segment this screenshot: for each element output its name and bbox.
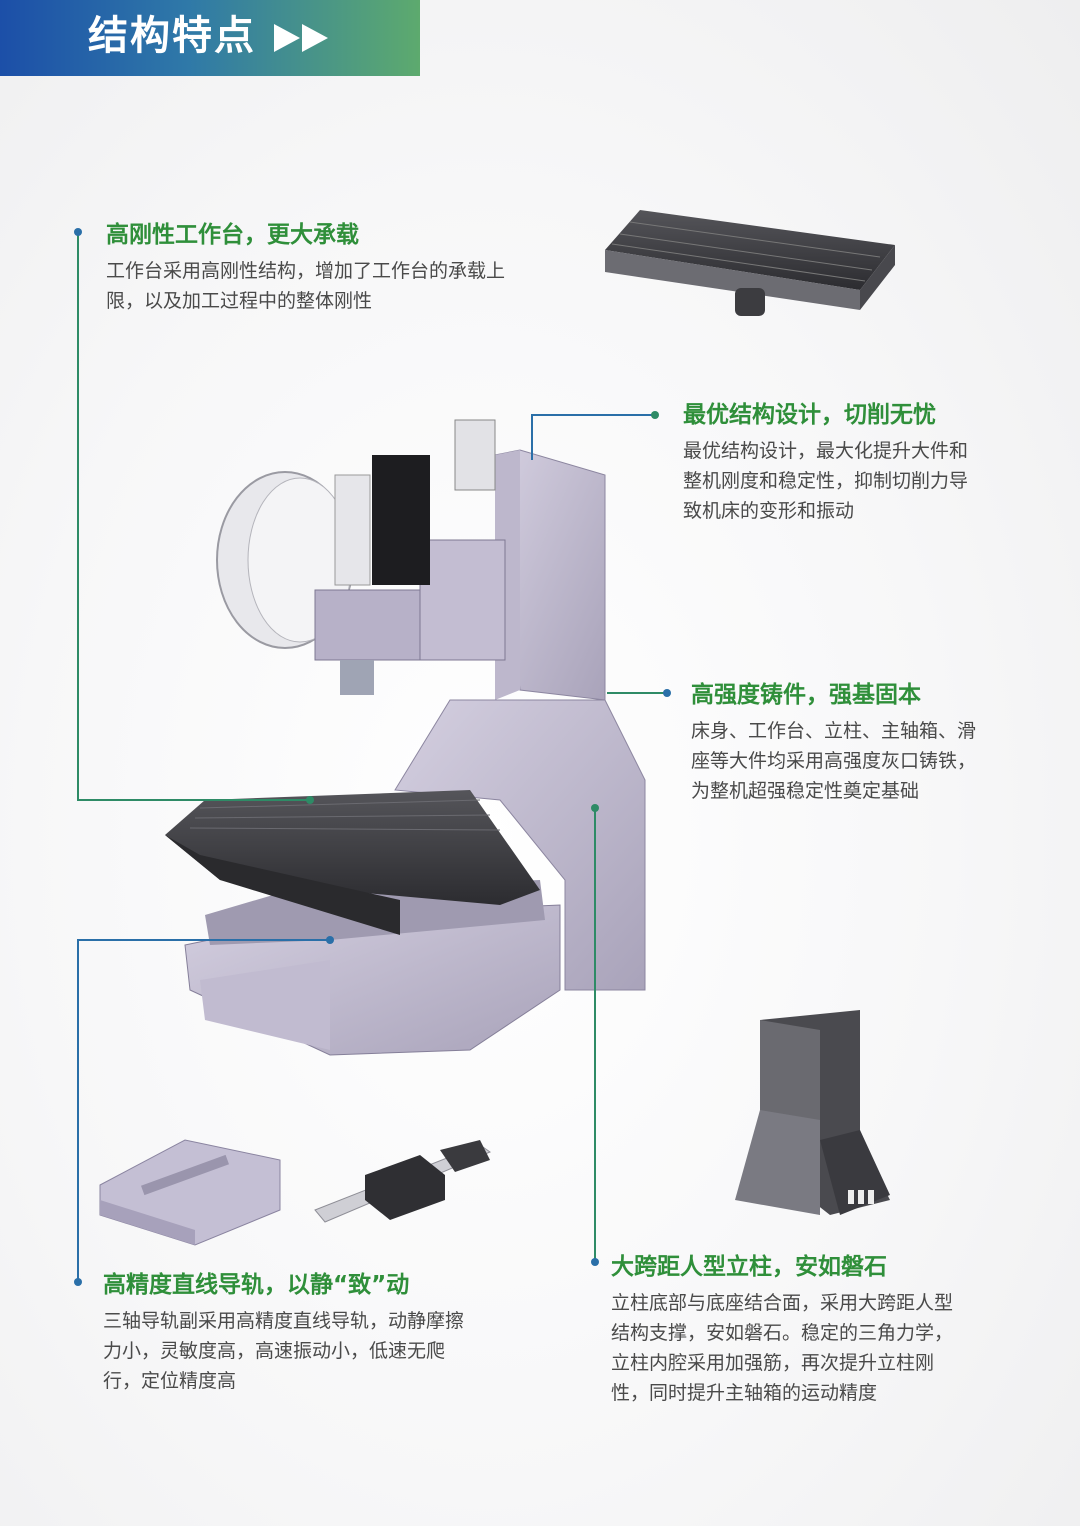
feature-description: 立柱底部与底座结合面，采用大跨距人型 结构支撑，安如磐石。稳定的三角力学， 立柱… xyxy=(611,1288,953,1408)
double-arrow-icon xyxy=(274,24,328,52)
description-line: 性，同时提升主轴箱的运动精度 xyxy=(611,1382,878,1404)
worktable-image xyxy=(605,210,895,316)
feature-rails: 高精度直线导轨，以静“致”动 三轴导轨副采用高精度直线导轨，动静摩擦 力小，灵敏… xyxy=(103,1270,464,1396)
leader-lines xyxy=(77,232,667,1282)
description-line: 立柱内腔采用加强筋，再次提升立柱刚 xyxy=(611,1352,935,1374)
description-line: 三轴导轨副采用高精度直线导轨，动静摩擦 xyxy=(103,1310,465,1332)
description-line: 限，以及加工过程中的整体刚性 xyxy=(106,290,373,312)
feature-title: 高刚性工作台，更大承载 xyxy=(106,222,359,248)
description-line: 为整机超强稳定性奠定基础 xyxy=(691,780,920,802)
description-line: 工作台采用高刚性结构，增加了工作台的承载上 xyxy=(106,260,506,282)
description-line: 床身、工作台、立柱、主轴箱、滑 xyxy=(691,720,977,742)
feature-title: 大跨距人型立柱，安如磐石 xyxy=(611,1254,887,1280)
feature-title: 高精度直线导轨，以静“致”动 xyxy=(103,1272,410,1298)
description-line: 整机刚度和稳定性，抑制切削力导 xyxy=(683,470,969,492)
feature-description: 三轴导轨副采用高精度直线导轨，动静摩擦 力小，灵敏度高，高速振动小，低速无爬 行… xyxy=(103,1306,464,1396)
feature-worktable: 高刚性工作台，更大承载 工作台采用高刚性结构，增加了工作台的承载上 限，以及加工… xyxy=(106,220,505,316)
column-image xyxy=(735,1010,890,1215)
section-title: 结构特点 xyxy=(88,13,256,59)
description-line: 座等大件均采用高强度灰口铸铁， xyxy=(691,750,977,772)
feature-description: 床身、工作台、立柱、主轴箱、滑 座等大件均采用高强度灰口铸铁， 为整机超强稳定性… xyxy=(691,716,976,806)
description-line: 立柱底部与底座结合面，采用大跨距人型 xyxy=(611,1292,954,1314)
linear-guide-image xyxy=(314,1140,492,1223)
description-line: 力小，灵敏度高，高速振动小，低速无爬 xyxy=(103,1340,446,1362)
rail-assembly-image xyxy=(99,1139,281,1246)
description-line: 行，定位精度高 xyxy=(103,1370,237,1392)
feature-column: 大跨距人型立柱，安如磐石 立柱底部与底座结合面，采用大跨距人型 结构支撑，安如磐… xyxy=(611,1252,953,1408)
feature-design: 最优结构设计，切削无忧 最优结构设计，最大化提升大件和 整机刚度和稳定性，抑制切… xyxy=(683,400,968,526)
leader-dots xyxy=(74,228,671,1286)
section-header: 结构特点 xyxy=(0,0,420,76)
description-line: 最优结构设计，最大化提升大件和 xyxy=(683,440,969,462)
feature-description: 工作台采用高刚性结构，增加了工作台的承载上 限，以及加工过程中的整体刚性 xyxy=(106,256,505,316)
machine-main-image xyxy=(165,419,646,1056)
feature-description: 最优结构设计，最大化提升大件和 整机刚度和稳定性，抑制切削力导 致机床的变形和振… xyxy=(683,436,968,526)
feature-casting: 高强度铸件，强基固本 床身、工作台、立柱、主轴箱、滑 座等大件均采用高强度灰口铸… xyxy=(691,680,976,806)
description-line: 结构支撑，安如磐石。稳定的三角力学， xyxy=(611,1322,954,1344)
feature-title: 高强度铸件，强基固本 xyxy=(691,682,921,708)
description-line: 致机床的变形和振动 xyxy=(683,500,855,522)
feature-title: 最优结构设计，切削无忧 xyxy=(683,402,936,428)
